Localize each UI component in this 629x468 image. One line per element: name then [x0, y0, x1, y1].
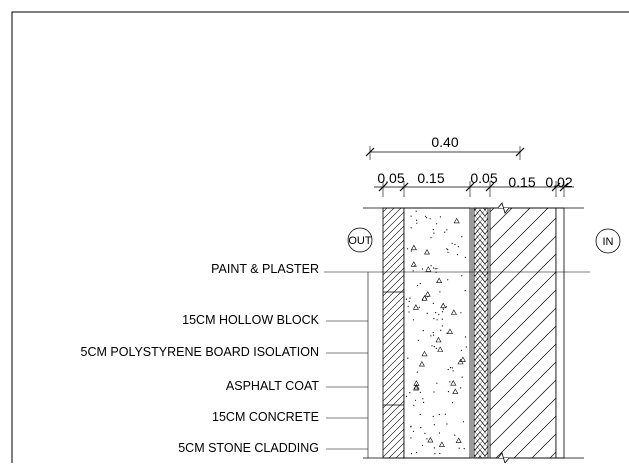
concrete-aggregate — [405, 210, 467, 455]
label-asphalt-coat: ASPHALT COAT — [226, 379, 319, 393]
dimension-stone: 0.05 — [377, 170, 404, 186]
plaster-layer — [555, 207, 565, 459]
wall-section — [324, 202, 590, 464]
label-hollow-block: 15CM HOLLOW BLOCK — [182, 313, 320, 327]
inside-tag: IN — [595, 228, 621, 254]
dimension-plaster: 0.02 — [545, 174, 572, 190]
break-mark-top — [497, 202, 510, 214]
label-stone-cladding: 5CM STONE CLADDING — [178, 441, 319, 455]
overall-dimension: 0.40 — [365, 134, 525, 160]
break-mark-bottom — [497, 452, 510, 464]
outside-tag: OUT — [347, 227, 373, 253]
polystyrene-isolation-layer — [473, 207, 489, 459]
label-paint-plaster: PAINT & PLASTER — [211, 262, 319, 276]
label-polystyrene-isolation: 5CM POLYSTYRENE BOARD ISOLATION — [81, 345, 319, 359]
dimension-block: 0.15 — [508, 174, 535, 190]
hollow-block-layer — [489, 207, 557, 459]
label-concrete: 15CM CONCRETE — [212, 410, 319, 424]
stone-cladding-layer — [382, 207, 405, 459]
inside-tag-label: IN — [603, 236, 614, 248]
partial-dimensions: 0.05 0.15 0.05 0.15 0.02 — [374, 170, 574, 197]
layer-labels: PAINT & PLASTER 15CM HOLLOW BLOCK 5CM PO… — [81, 262, 368, 455]
sheet-frame — [11, 11, 629, 468]
dimension-isolation: 0.05 — [470, 170, 497, 186]
dimension-concrete: 0.15 — [417, 170, 444, 186]
total-dimension-label: 0.40 — [431, 134, 458, 150]
outside-tag-label: OUT — [348, 235, 372, 247]
